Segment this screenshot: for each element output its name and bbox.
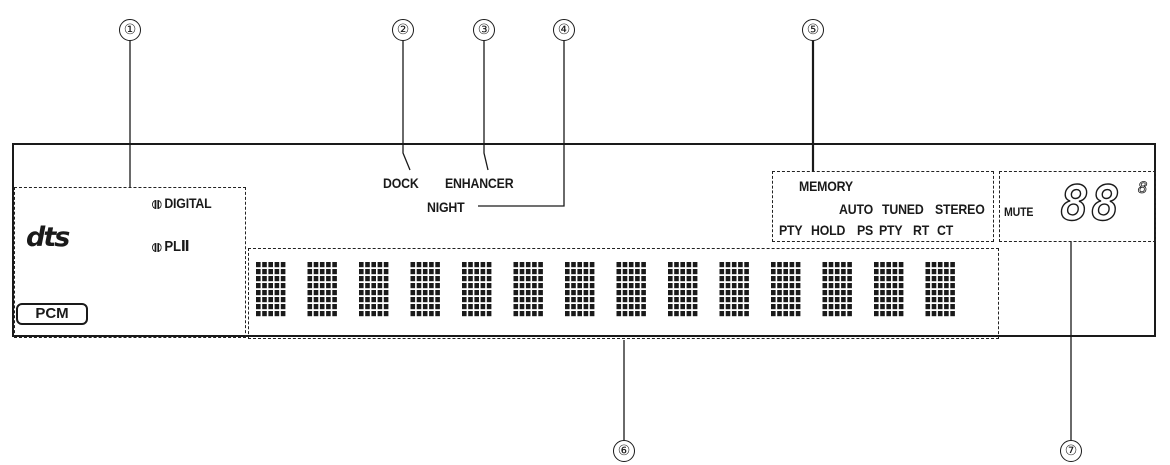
volume-digits: 88	[1059, 176, 1122, 232]
rt-indicator: RT	[913, 222, 930, 238]
ct-indicator: CT	[937, 222, 954, 238]
zone-decoder-indicators	[14, 187, 246, 338]
dolby-digital-indicator: DIGITAL	[152, 195, 212, 212]
zone-volume-indicators	[999, 171, 1156, 242]
callout-6: ⑥	[613, 440, 635, 462]
callout-3: ③	[473, 19, 495, 41]
mute-indicator: MUTE	[1004, 205, 1034, 219]
tuned-indicator: TUNED	[882, 201, 924, 217]
pty-indicator: PTY	[879, 222, 903, 238]
dolby-digital-label: DIGITAL	[164, 195, 212, 211]
pty-hold-indicator-pty: PTY	[779, 222, 803, 238]
callout-7: ⑦	[1060, 440, 1082, 462]
dolby-double-d-icon	[152, 239, 162, 256]
dolby-pl2-indicator: PLⅡ	[152, 237, 190, 256]
callout-1: ①	[119, 19, 141, 41]
pcm-indicator: PCM	[16, 303, 88, 325]
auto-indicator: AUTO	[839, 201, 873, 217]
callout-4: ④	[553, 19, 575, 41]
enhancer-indicator: ENHANCER	[445, 175, 514, 191]
volume-small-digit: 8	[1138, 178, 1148, 198]
zone-dot-matrix	[248, 248, 999, 339]
night-indicator: NIGHT	[427, 199, 465, 215]
zone-tuner-indicators	[772, 171, 994, 242]
dts-indicator: dts	[26, 222, 70, 253]
ps-indicator: PS	[857, 222, 874, 238]
dolby-pl2-label: PLⅡ	[164, 238, 190, 255]
memory-indicator: MEMORY	[799, 178, 853, 194]
dock-indicator: DOCK	[383, 175, 419, 191]
dolby-double-d-icon	[152, 196, 162, 212]
callout-2: ②	[392, 19, 414, 41]
hold-indicator: HOLD	[811, 222, 846, 238]
callout-5: ⑤	[802, 19, 824, 41]
stereo-indicator: STEREO	[935, 201, 985, 217]
